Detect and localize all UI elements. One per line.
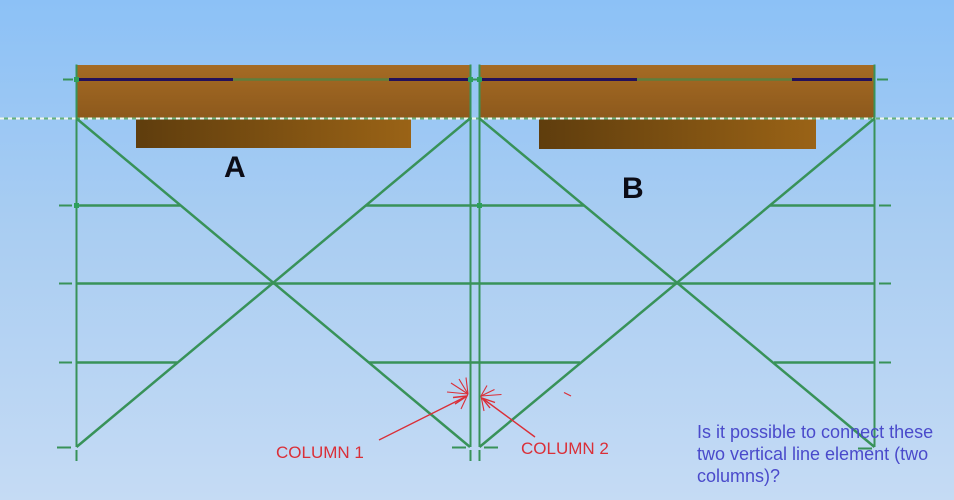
frame-members: [57, 64, 891, 461]
beam-b-extrusion: [480, 65, 874, 118]
annotation-arrows: [378, 377, 572, 441]
beam-extrusions: [77, 65, 874, 149]
question-line: Is it possible to connect these: [697, 422, 934, 442]
frame-a-label: A: [224, 151, 247, 184]
column-2-label: COLUMN 2: [521, 439, 609, 458]
joint-node: [477, 203, 482, 208]
joint-node: [74, 203, 79, 208]
frame-b-label: B: [622, 172, 645, 205]
stray-red-mark: [563, 391, 572, 397]
column-2-arrow: [480, 385, 536, 438]
question-line: two vertical line element (two: [697, 444, 929, 464]
joint-node: [468, 77, 473, 82]
question-line: columns)?: [697, 466, 781, 486]
question-text: Is it possible to connect these two vert…: [697, 421, 954, 487]
joint-node: [74, 77, 79, 82]
slab-b-extrusion: [539, 118, 816, 149]
tick-marks: [57, 78, 891, 461]
column-1-label: COLUMN 1: [276, 443, 364, 462]
joint-node: [477, 77, 482, 82]
beam-a-extrusion: [77, 65, 470, 118]
joint-nodes: [74, 77, 482, 208]
column-1-arrow: [378, 377, 469, 441]
slab-a-extrusion: [136, 118, 411, 148]
